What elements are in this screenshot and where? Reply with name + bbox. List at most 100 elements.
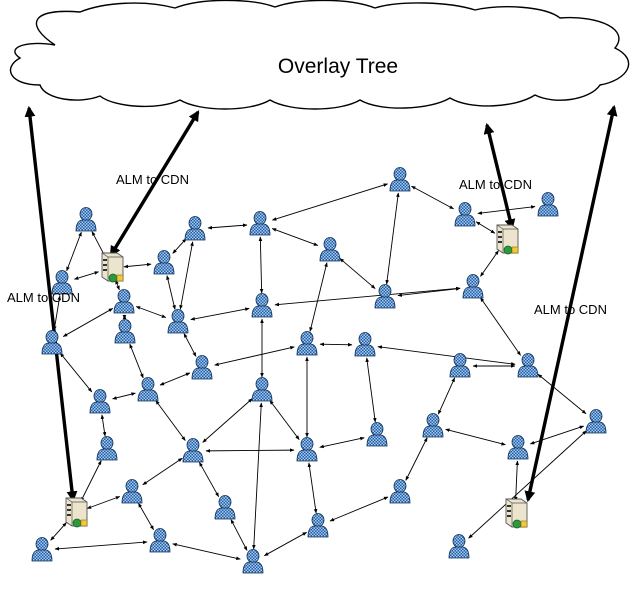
user-peer-icon-u28 <box>366 422 388 447</box>
edge-u33-u39 <box>230 519 248 551</box>
edge-u24-u39 <box>252 402 263 550</box>
user-peer-icon-u14 <box>167 309 189 334</box>
edge-u39-u34 <box>263 531 308 557</box>
edge-u29-u35 <box>405 437 428 481</box>
edge-u6-u8 <box>339 258 376 289</box>
edge-u24-u27 <box>269 400 300 440</box>
edge-u12-u13 <box>62 308 114 337</box>
edge-u32-u38 <box>138 502 154 531</box>
alm-labels: ALM to CDN ALM to CDN ALM to CDN ALM to … <box>7 172 607 317</box>
edge-u5-u16 <box>258 236 264 294</box>
alm-arrow-right-top <box>483 122 516 231</box>
edge-u29-u30 <box>445 428 506 446</box>
user-peer-icon-u20 <box>517 353 539 378</box>
user-peer-icon-u27 <box>296 437 318 462</box>
user-peer-icon-u7 <box>389 167 411 192</box>
cdn-server-icon-s1 <box>101 252 124 283</box>
edge-u2-s1 <box>74 271 99 280</box>
edge-u13-u14 <box>135 306 167 318</box>
user-peer-icon-u23 <box>191 355 213 380</box>
user-peer-icon-u38 <box>149 528 171 553</box>
edge-u15-u22 <box>129 343 144 379</box>
alm-label-left-top: ALM to CDN <box>116 172 189 187</box>
user-peer-icon-u25 <box>96 436 118 461</box>
alm-label-left: ALM to CDN <box>7 290 80 305</box>
edge-u11-u16 <box>274 286 461 307</box>
edge-u12-u21 <box>59 352 93 393</box>
user-peer-icon-u16 <box>251 293 273 318</box>
edge-u26-u32 <box>142 457 183 486</box>
overlay-edges <box>50 183 587 561</box>
user-peer-icon-u33 <box>214 495 236 520</box>
user-peer-icon-u36 <box>448 534 470 559</box>
user-peer-icon-u31 <box>585 409 607 434</box>
user-peer-icon-u11 <box>462 274 484 299</box>
alm-arrow-left <box>24 105 78 503</box>
edge-u20-u31 <box>537 373 587 415</box>
edge-u27-u34 <box>307 462 318 514</box>
cloud-title: Overlay Tree <box>278 55 398 78</box>
edge-u28-u27 <box>319 436 365 449</box>
user-peer-icon-u13 <box>113 289 135 314</box>
edge-u38-u39 <box>172 542 241 561</box>
user-peer-icon-u18 <box>354 332 376 357</box>
edge-s3-u37 <box>50 522 67 541</box>
user-peer-icon-u37 <box>31 537 53 562</box>
alm-label-right-top: ALM to CDN <box>459 177 532 192</box>
overlay-cloud: Overlay Tree <box>9 0 630 110</box>
user-peer-icon-u15 <box>114 319 136 344</box>
edge-u26-u27 <box>205 448 295 453</box>
edge-u25-s3 <box>80 460 102 502</box>
alm-label-right: ALM to CDN <box>534 302 607 317</box>
user-peer-icon-u39 <box>242 549 264 574</box>
edge-u37-u38 <box>54 540 148 551</box>
user-peer-icon-u5 <box>249 211 271 236</box>
edge-u5-u6 <box>271 228 319 246</box>
edge-u18-u28 <box>365 357 377 423</box>
user-peer-icon-u8 <box>374 284 396 309</box>
edge-u4-u5 <box>207 223 248 230</box>
cdn-server-icon-s2 <box>496 224 519 255</box>
edge-u21-u22 <box>112 392 136 400</box>
user-peer-icon-u6 <box>319 237 341 262</box>
edge-u8-u11 <box>397 287 461 297</box>
edge-u22-u23 <box>159 372 191 386</box>
user-peer-icon-u29 <box>422 413 444 438</box>
edge-u16-u14 <box>190 307 250 321</box>
user-peer-icon-u24 <box>251 377 273 402</box>
edge-u30-s4 <box>513 460 520 502</box>
edge-u18-u20 <box>377 345 516 366</box>
user-peer-icon-u35 <box>389 479 411 504</box>
user-peer-icon-u26 <box>182 438 204 463</box>
user-peer-icon-u3 <box>153 250 175 275</box>
network-nodes <box>31 167 607 574</box>
edge-u9-s2 <box>475 221 496 234</box>
edge-u22-u26 <box>155 400 186 441</box>
edge-u32-s3 <box>86 496 121 509</box>
user-peer-icon-u4 <box>184 216 206 241</box>
edge-u5-u7 <box>271 183 389 221</box>
edge-s1-u3 <box>123 262 152 269</box>
edge-u11-u20 <box>480 297 521 356</box>
edge-u30-u31 <box>529 425 585 445</box>
user-peer-icon-u12 <box>41 330 63 355</box>
edge-u1-u2 <box>66 231 82 272</box>
edge-u3-u4 <box>172 238 187 254</box>
edge-u24-u26 <box>202 398 253 443</box>
edge-u7-u9 <box>411 185 454 210</box>
alm-arrow-left-top <box>109 110 200 257</box>
user-peer-icon-u21 <box>89 389 111 414</box>
user-peer-icon-u17 <box>296 331 318 356</box>
edge-u31-u36 <box>468 430 587 539</box>
edge-u17-u18 <box>319 342 353 347</box>
cdn-server-icon-s3 <box>65 497 88 528</box>
edge-u4-u14 <box>179 241 194 310</box>
alm-to-cdn-arrows <box>24 104 618 503</box>
edge-u21-u25 <box>100 414 107 437</box>
edge-u3-u14 <box>166 275 176 310</box>
user-peer-icon-u10 <box>537 192 559 217</box>
edge-u23-u17 <box>214 346 295 366</box>
user-peer-icon-u34 <box>307 513 329 538</box>
